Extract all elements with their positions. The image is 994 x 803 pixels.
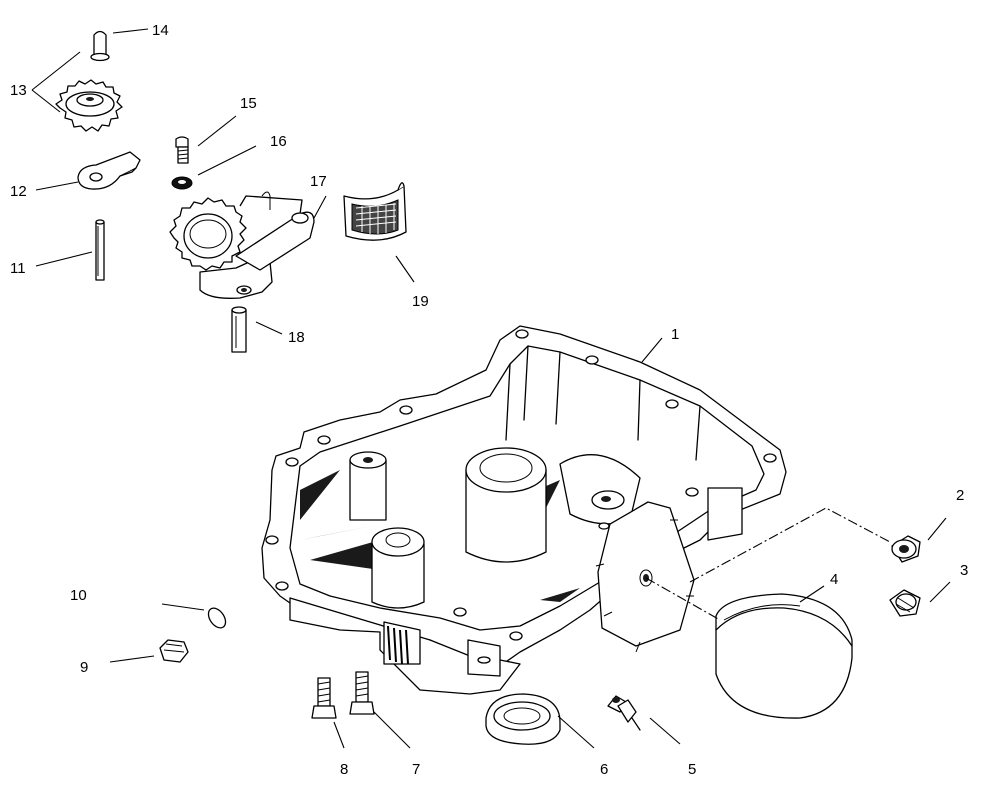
part-11-pin (95, 219, 105, 281)
callout-17: 17 (310, 173, 327, 190)
callout-13: 13 (10, 82, 27, 99)
callout-2: 2 (956, 487, 964, 504)
callout-11: 11 (10, 260, 26, 277)
callout-1: 1 (671, 326, 679, 343)
part-18-dowel (231, 306, 247, 353)
callout-4: 4 (830, 571, 838, 588)
part-4-oil-filter (715, 593, 853, 719)
callout-18: 18 (288, 329, 305, 346)
callout-9: 9 (80, 659, 88, 676)
part-19-screen (343, 182, 407, 241)
callout-12: 12 (10, 183, 27, 200)
callout-15: 15 (240, 95, 257, 112)
part-7-bolt (349, 671, 375, 715)
callout-14: 14 (152, 22, 169, 39)
part-10-o-ring (207, 607, 227, 629)
part-16-washer (171, 176, 193, 190)
part-12-bracket (77, 151, 141, 190)
callout-5: 5 (688, 761, 696, 778)
callout-10: 10 (70, 587, 87, 604)
callout-19: 19 (412, 293, 429, 310)
part-13-gear (55, 79, 123, 132)
part-8-bolt (311, 677, 337, 719)
callout-labels: 14 13 15 16 12 17 11 19 18 1 2 3 4 10 9 … (10, 22, 968, 778)
callout-7: 7 (412, 761, 420, 778)
part-1-housing (261, 325, 787, 695)
part-2-plug (891, 535, 921, 563)
callout-3: 3 (960, 562, 968, 579)
part-9-plug (159, 639, 189, 663)
part-3-plug (889, 589, 921, 617)
part-17-oil-pump (169, 191, 315, 299)
callout-16: 16 (270, 133, 287, 150)
callout-6: 6 (600, 761, 608, 778)
leader-lines (31, 28, 951, 749)
part-15-bolt (175, 136, 189, 164)
part-14-pin (90, 30, 110, 62)
part-5-sensor (607, 695, 641, 731)
part-6-seal (485, 693, 561, 745)
callout-8: 8 (340, 761, 348, 778)
